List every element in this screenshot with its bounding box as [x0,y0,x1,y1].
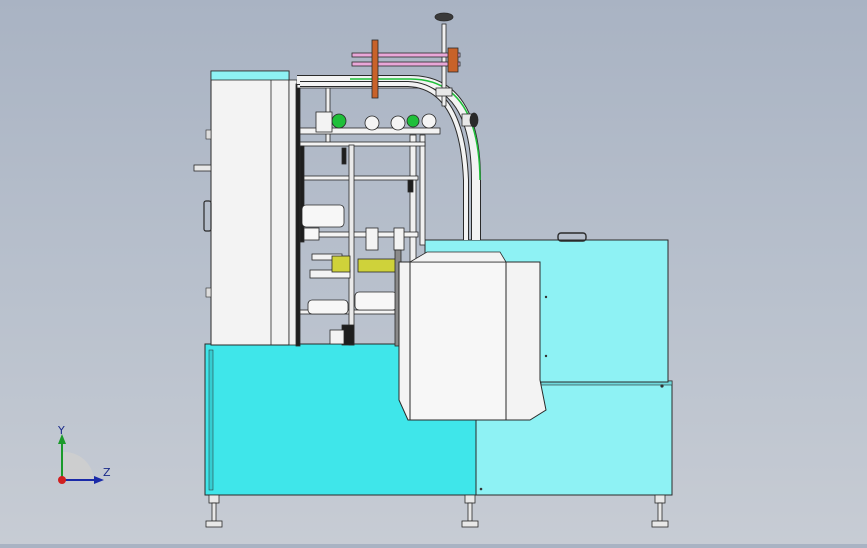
axis-label-z: Z [103,466,111,479]
axis-label-y: Y [58,424,65,437]
curved-feed-chute [297,75,481,240]
roller-assembly [288,79,441,347]
top-handwheel [351,12,479,128]
center-front-panel [398,251,547,421]
tall-side-column [193,70,290,346]
axis-triad [58,434,104,484]
leveling-feet [205,494,669,528]
side-handle [203,200,212,232]
hood-handle [557,232,587,242]
